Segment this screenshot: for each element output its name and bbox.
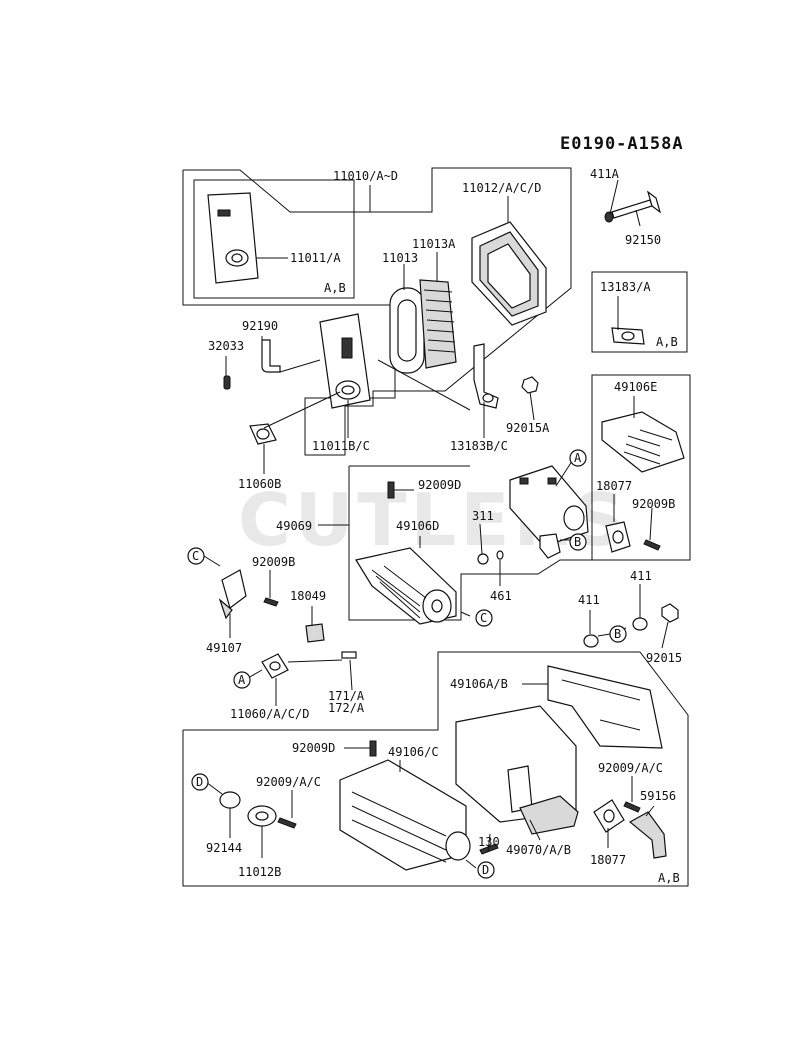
part-label-ab-3: A,B [658, 871, 680, 885]
nut-92015-drawing [661, 603, 679, 623]
part-label-32033: 32033 [208, 339, 244, 353]
part-label-411-a: 411 [578, 593, 600, 607]
callout-a-lower: A [233, 671, 251, 689]
flange-18077-top-drawing [605, 521, 631, 553]
callout-c-right: C [475, 609, 493, 627]
part-label-11013: 11013 [382, 251, 418, 265]
part-label-49106c: 49106/C [388, 745, 439, 759]
part-label-311: 311 [472, 509, 494, 523]
pin-32033-drawing [223, 375, 231, 390]
part-label-ab-1: A,B [324, 281, 346, 295]
muffler-49106d-drawing [355, 547, 457, 625]
elbow-pipe-59156-drawing [628, 811, 667, 859]
part-label-171a: 171/A [328, 689, 365, 703]
part-label-13183bc: 13183B/C [450, 439, 508, 453]
base-plate-11011bc-drawing [319, 313, 371, 409]
nut-311-drawing [477, 553, 489, 565]
part-label-92009d-bottom: 92009D [292, 741, 335, 755]
callout-a-top: A [569, 449, 587, 467]
bracket-13183bc-drawing [473, 343, 499, 409]
heat-shield-49106ab-drawing [547, 665, 663, 749]
part-label-59156: 59156 [640, 789, 676, 803]
callout-b-mid: B [569, 533, 587, 551]
screws-drawing [263, 481, 661, 855]
top-group-outline [182, 167, 691, 887]
callout-b-lower: B [609, 625, 627, 643]
part-label-92015a: 92015A [506, 421, 550, 435]
part-label-49107: 49107 [206, 641, 242, 655]
callout-d-right-label: D [482, 863, 489, 877]
wing-bolt-92150-drawing [604, 190, 662, 223]
gasket-11060acd-drawing [261, 653, 289, 679]
part-label-411a: 411A [590, 167, 620, 181]
part-label-11011a: 11011/A [290, 251, 341, 265]
stud-171a-drawing [341, 651, 357, 659]
callout-a-lower-label: A [238, 673, 246, 687]
heat-shield-49106e-drawing [601, 411, 685, 473]
part-label-92015: 92015 [646, 651, 682, 665]
washer-461-drawing [496, 550, 504, 560]
callout-d-left: D [191, 773, 209, 791]
part-label-11060acd: 11060/A/C/D [230, 707, 309, 721]
muffler-center-drawing [509, 465, 589, 559]
part-label-172a: 172/A [328, 701, 365, 715]
gasket-11012b-drawing [247, 805, 277, 827]
part-label-11060b: 11060B [238, 477, 281, 491]
callout-b-mid-label: B [574, 535, 581, 549]
part-label-92009b-left: 92009B [252, 555, 295, 569]
part-label-ab-2: A,B [656, 335, 678, 349]
part-label-11012: 11012/A/C/D [462, 181, 541, 195]
part-label-92009b-right: 92009B [632, 497, 675, 511]
part-label-11010: 11010/A~D [333, 169, 398, 183]
part-label-92009ac-right: 92009/A/C [598, 761, 663, 775]
callout-a-top-label: A [574, 451, 582, 465]
callout-c-right-label: C [480, 611, 487, 625]
part-label-18077-top: 18077 [596, 479, 632, 493]
diagram-code: E0190-A158A [560, 134, 684, 154]
flange-18077-bottom-drawing [593, 799, 625, 833]
part-label-49070ab: 49070/A/B [506, 843, 571, 857]
part-label-49069: 49069 [276, 519, 312, 533]
air-cleaner-cover-11012-drawing [471, 221, 547, 326]
callout-c-left: C [187, 547, 205, 565]
callout-d-left-label: D [196, 775, 203, 789]
part-label-49106ab: 49106A/B [450, 677, 508, 691]
part-label-49106e: 49106E [614, 380, 657, 394]
leader-lines [203, 179, 669, 869]
part-label-411-b: 411 [630, 569, 652, 583]
gasket-13183a-drawing [611, 327, 645, 345]
callout-d-right: D [477, 861, 495, 879]
part-label-18049: 18049 [290, 589, 326, 603]
muffler-49106c-drawing [339, 759, 471, 871]
breather-hose-92190-drawing [261, 339, 281, 373]
part-label-92009d-top: 92009D [418, 478, 461, 492]
part-label-92190: 92190 [242, 319, 278, 333]
cover-plate-11011a-drawing [207, 192, 259, 284]
part-label-18077-bottom: 18077 [590, 853, 626, 867]
clamp-92144-drawing [219, 791, 241, 809]
muffler-49070ab-drawing [455, 705, 579, 835]
air-filter-element-drawing [389, 279, 457, 374]
gasket-11060b-drawing [249, 423, 277, 445]
part-label-92144: 92144 [206, 841, 242, 855]
part-label-130: 130 [478, 835, 500, 849]
part-label-49106d: 49106D [396, 519, 439, 533]
callout-c-left-label: C [192, 549, 199, 563]
part-label-13183a: 13183/A [600, 280, 651, 294]
nut-92015a-drawing [521, 376, 539, 394]
spark-arrester-49107-drawing [218, 569, 247, 620]
bushing-18049-drawing [305, 623, 325, 643]
washer-411-b-drawing [632, 617, 648, 631]
washer-411-a-drawing [583, 634, 599, 648]
part-label-92009ac-left: 92009/A/C [256, 775, 321, 789]
callout-b-lower-label: B [614, 627, 621, 641]
part-label-11012b: 11012B [238, 865, 281, 879]
part-label-92150: 92150 [625, 233, 661, 247]
part-label-11011bc: 11011B/C [312, 439, 370, 453]
part-label-461: 461 [490, 589, 512, 603]
part-label-11013a: 11013A [412, 237, 456, 251]
